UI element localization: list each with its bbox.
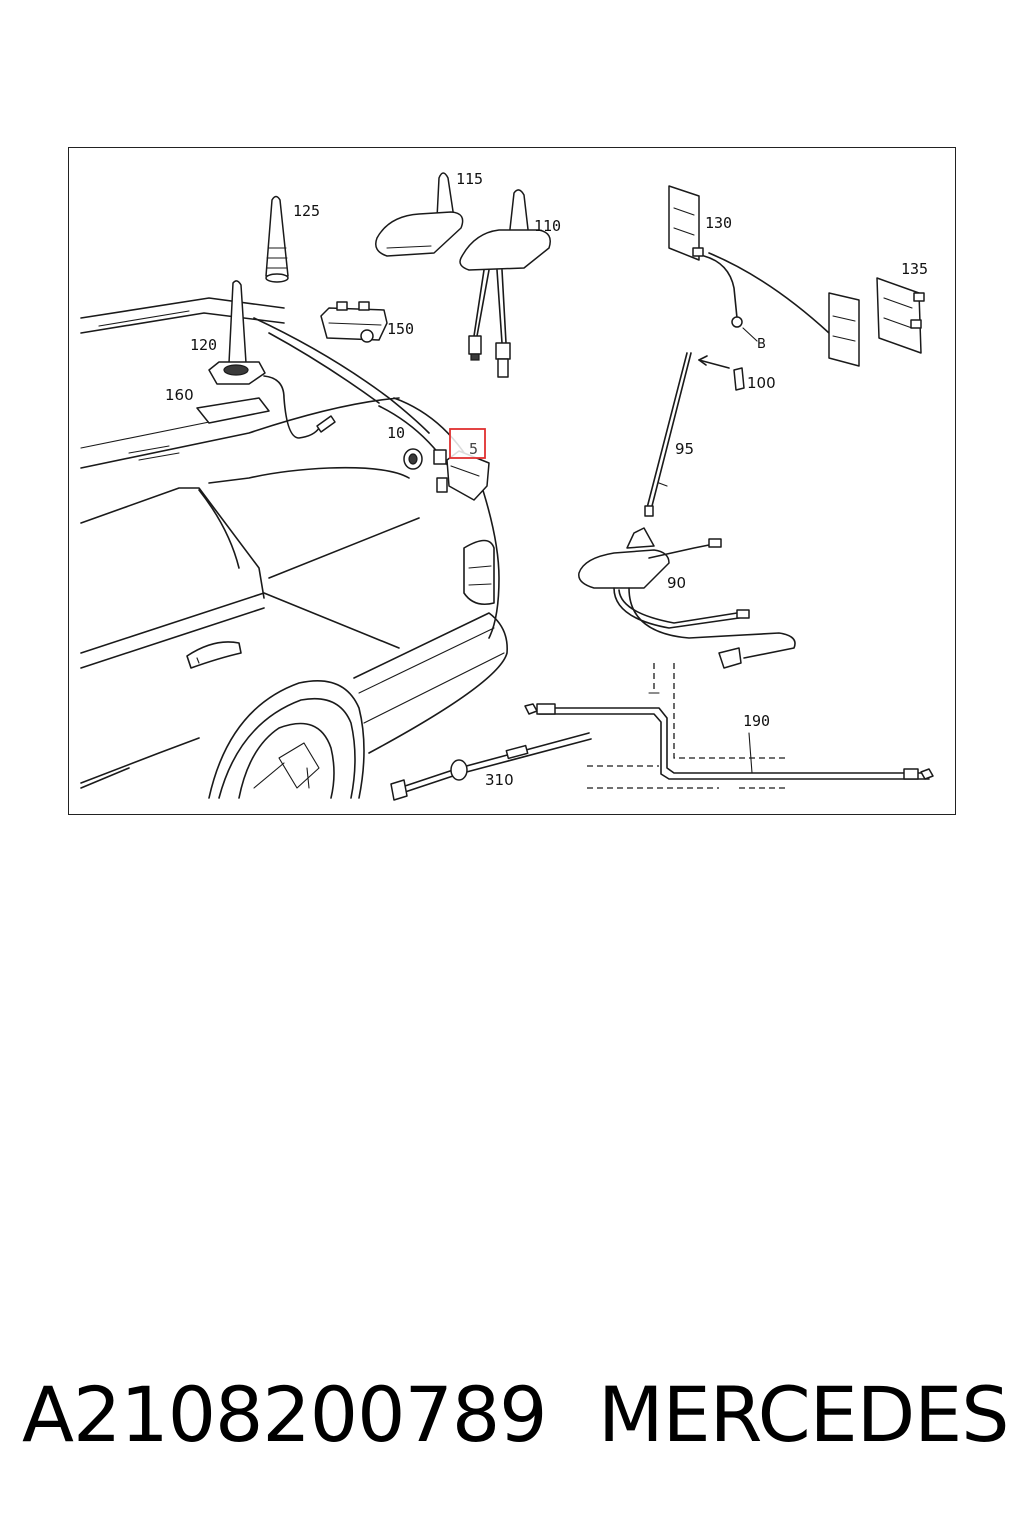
callout-90[interactable]: 90: [667, 574, 686, 592]
callout-5-highlight-box[interactable]: [449, 428, 486, 459]
part-130-bracket-with-cable: [668, 185, 830, 342]
part-150-module: [320, 301, 388, 343]
part-135-bracket: [876, 277, 925, 354]
callout-310[interactable]: 310: [485, 771, 514, 789]
part-310-antenna-cable: [390, 732, 592, 801]
callout-120[interactable]: 120: [190, 336, 217, 354]
callout-160[interactable]: 160: [165, 386, 194, 404]
callout-150[interactable]: 150: [387, 320, 414, 338]
part-160-adhesive-pad: [196, 397, 270, 424]
part-number-text: A2108200789: [22, 1370, 548, 1459]
part-95-antenna-mast: [644, 352, 692, 517]
footer-caption: A2108200789 MERCEDES: [0, 1370, 1024, 1470]
part-100-sleeve: [698, 355, 745, 391]
callout-190[interactable]: 190: [743, 712, 770, 730]
callout-b[interactable]: B: [757, 337, 766, 352]
part-120-rod-antenna: [208, 280, 336, 439]
callout-135[interactable]: 135: [901, 260, 928, 278]
part-90-antenna-base: [578, 527, 796, 669]
callout-5[interactable]: 5: [469, 440, 478, 458]
callout-110[interactable]: 110: [534, 217, 561, 235]
callout-100[interactable]: 100: [747, 374, 776, 392]
callout-130[interactable]: 130: [705, 214, 732, 232]
car-body-illustration: [80, 297, 508, 799]
part-130-wall-bracket: [828, 292, 860, 367]
callout-labels: 115 125 110 130 135 150 120 160 10 5 B 1…: [165, 170, 928, 789]
brand-text: MERCEDES: [598, 1370, 1009, 1459]
part-5-antenna-amplifier: [433, 428, 490, 501]
part-10-grommet: [403, 448, 423, 470]
part-190-cable-harness: [524, 663, 934, 789]
callout-125[interactable]: 125: [293, 202, 320, 220]
callout-10[interactable]: 10: [387, 424, 405, 442]
part-110-roof-antenna-with-cables: [459, 189, 551, 378]
parts-diagram-frame: 115 125 110 130 135 150 120 160 10 5 B 1…: [68, 147, 956, 815]
part-125-stub-antenna: [265, 195, 289, 283]
part-115-roof-antenna: [375, 172, 464, 257]
parts-diagram: 115 125 110 130 135 150 120 160 10 5 B 1…: [80, 170, 934, 801]
callout-95[interactable]: 95: [675, 440, 694, 458]
callout-115[interactable]: 115: [456, 170, 483, 188]
